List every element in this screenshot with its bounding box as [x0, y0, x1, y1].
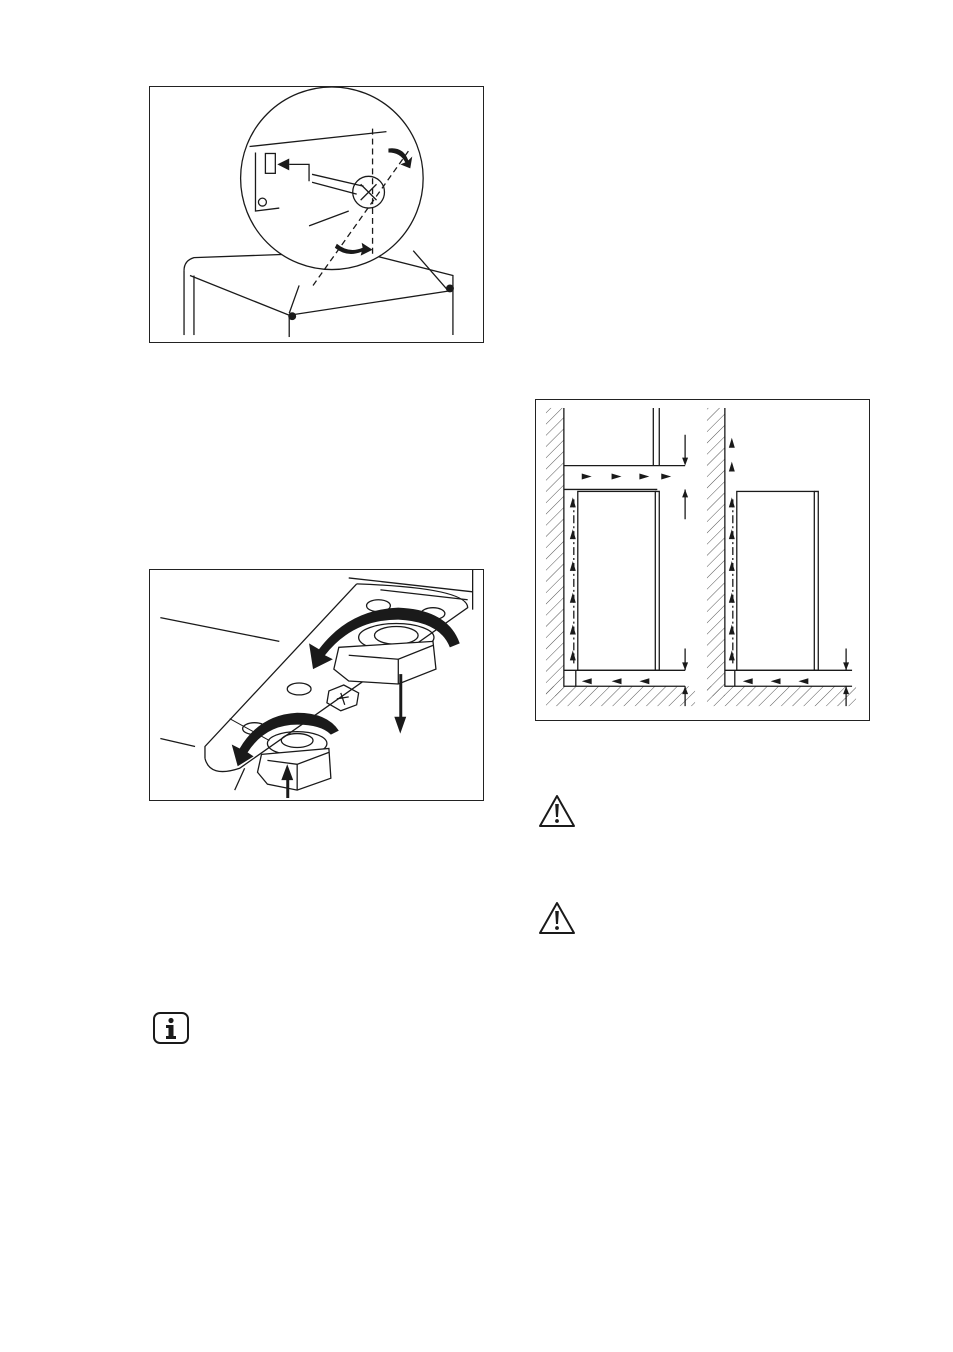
ventilation-clearance-diagram: [536, 400, 869, 720]
ventilation-figure: [535, 399, 870, 721]
info-icon: [152, 1011, 190, 1045]
warning-triangle-icon: [537, 793, 577, 829]
screwdriver-hinge-illustration: [150, 87, 483, 342]
hinge-screw-figure: [149, 86, 484, 343]
warning-triangle-icon-2: [537, 900, 577, 936]
feet-adjust-figure: [149, 569, 484, 801]
adjustable-feet-illustration: [150, 570, 483, 800]
